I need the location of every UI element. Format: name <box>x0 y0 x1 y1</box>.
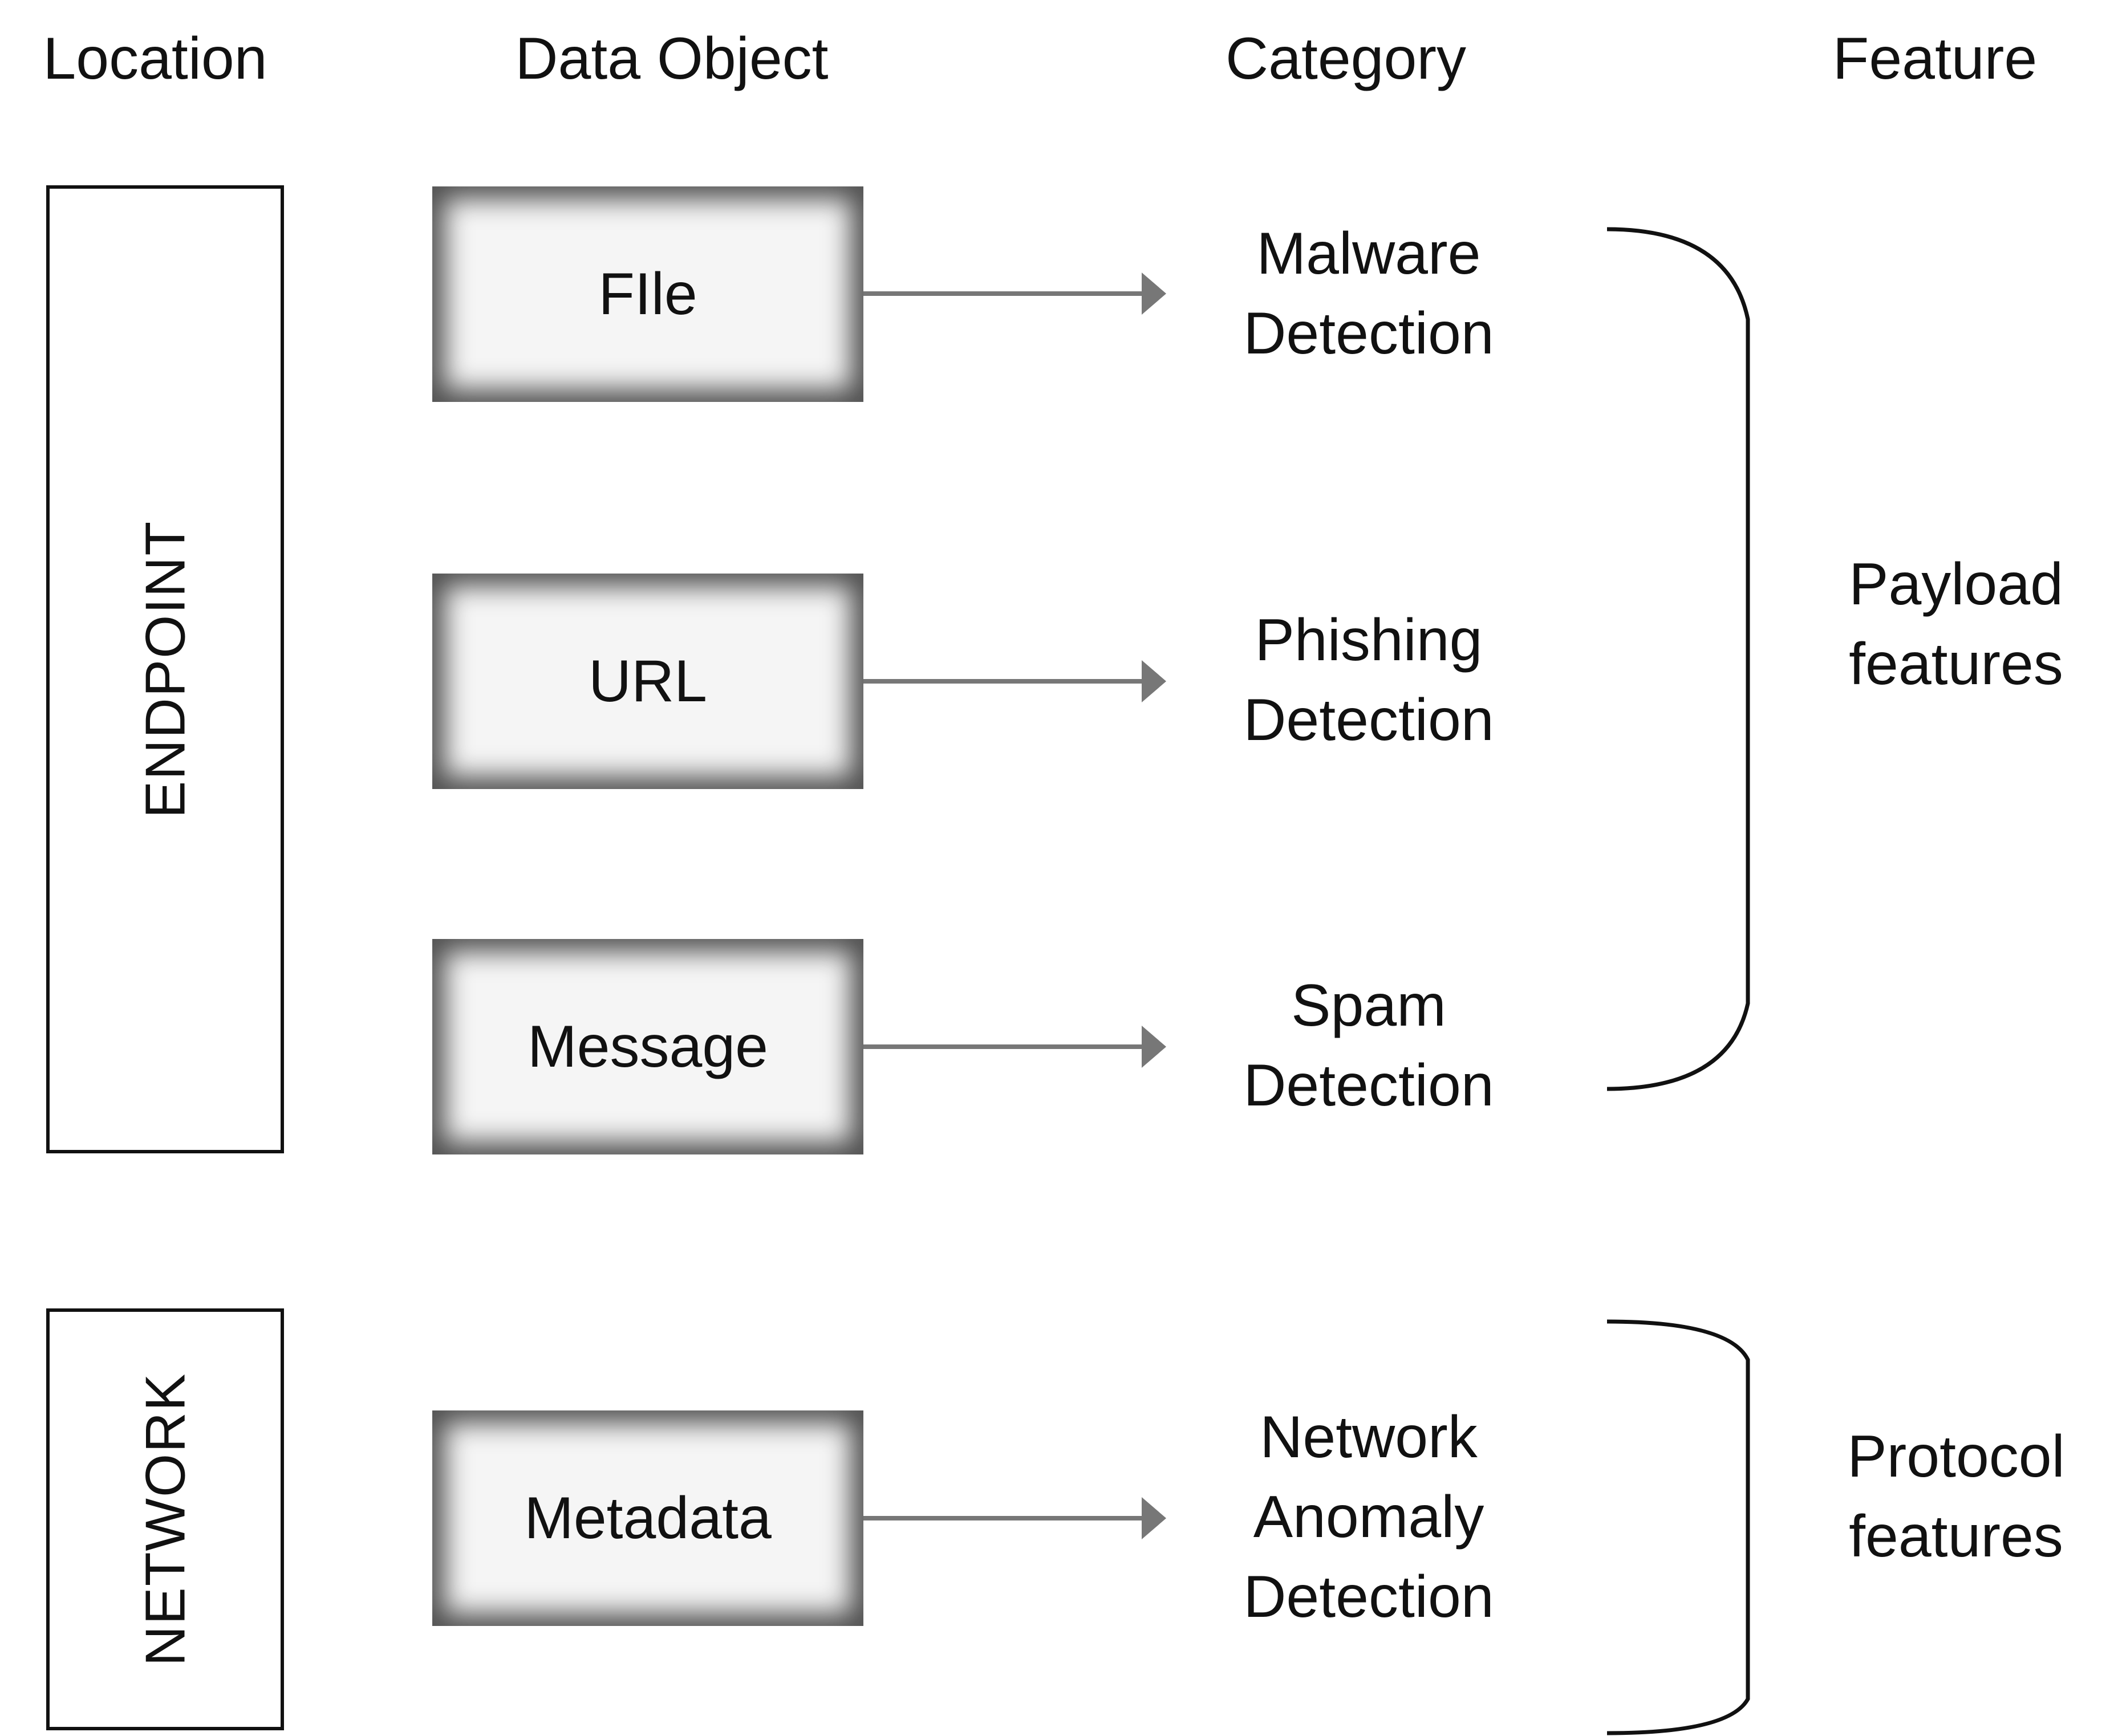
category-phishing-detection: Phishing Detection <box>1226 600 1511 760</box>
category-network-anomaly-line1: Network <box>1260 1404 1478 1470</box>
category-network-anomaly-line3: Detection <box>1243 1564 1494 1630</box>
category-spam-detection: Spam Detection <box>1226 966 1511 1125</box>
data-object-file: FIle <box>432 186 863 402</box>
data-object-metadata: Metadata <box>432 1410 863 1626</box>
category-malware-detection: Malware Detection <box>1226 214 1511 373</box>
data-object-message: Message <box>432 939 863 1154</box>
category-spam-line2: Detection <box>1243 1052 1494 1119</box>
arrow-file-to-malware <box>863 273 1166 315</box>
feature-protocol-line2: features <box>1849 1503 2063 1570</box>
feature-payload-line1: Payload <box>1849 551 2063 617</box>
header-feature: Feature <box>1832 26 2038 92</box>
category-phishing-line1: Phishing <box>1255 607 1483 673</box>
bracket-protocol <box>1606 1319 1750 1735</box>
feature-payload: Payload features <box>1813 544 2099 704</box>
arrow-message-to-spam <box>863 1026 1166 1068</box>
arrow-url-to-phishing <box>863 660 1166 702</box>
header-location: Location <box>43 26 267 92</box>
arrow-metadata-to-network-anomaly <box>863 1497 1166 1539</box>
category-malware-line2: Detection <box>1243 300 1494 367</box>
location-endpoint-box: ENDPOINT <box>46 185 284 1153</box>
location-network-box: NETWORK <box>46 1308 284 1730</box>
category-spam-line1: Spam <box>1291 973 1446 1039</box>
data-object-url: URL <box>432 574 863 789</box>
location-endpoint-label: ENDPOINT <box>133 520 196 819</box>
feature-protocol: Protocol features <box>1813 1417 2099 1576</box>
header-data-object: Data Object <box>515 26 829 92</box>
category-malware-line1: Malware <box>1256 221 1481 287</box>
location-network-label: NETWORK <box>133 1372 196 1666</box>
category-phishing-line2: Detection <box>1243 687 1494 753</box>
category-network-anomaly-line2: Anomaly <box>1253 1484 1484 1550</box>
bracket-payload <box>1606 227 1750 1091</box>
feature-payload-line2: features <box>1849 631 2063 697</box>
feature-protocol-line1: Protocol <box>1847 1424 2065 1490</box>
category-network-anomaly-detection: Network Anomaly Detection <box>1226 1397 1511 1637</box>
header-category: Category <box>1226 26 1466 92</box>
